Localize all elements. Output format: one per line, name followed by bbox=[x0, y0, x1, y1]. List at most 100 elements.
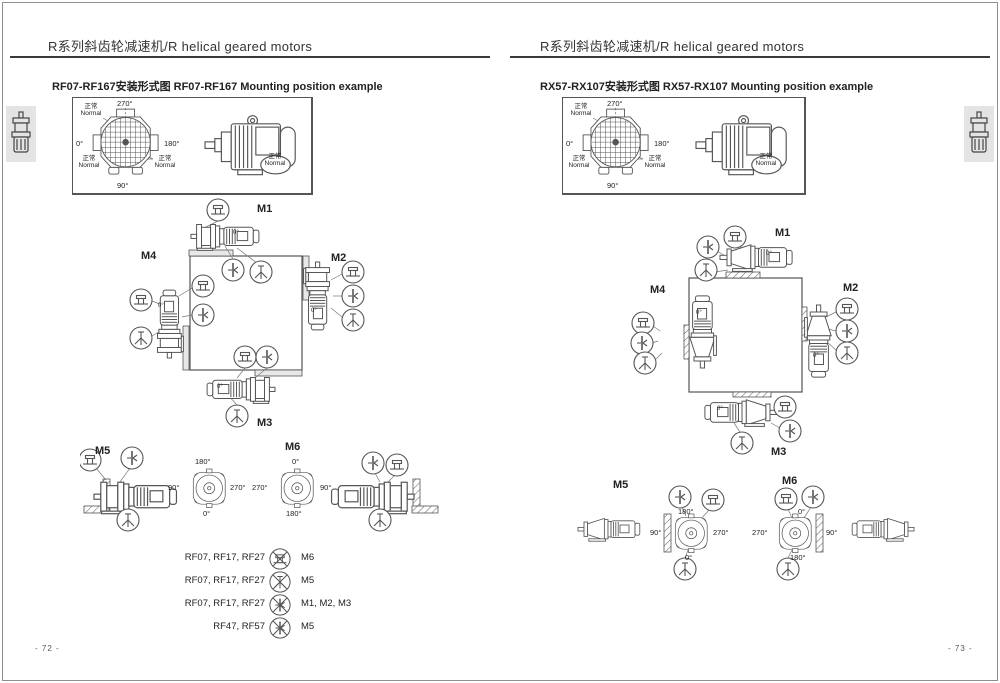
breather-icon bbox=[723, 225, 747, 249]
breather-crossed-icon bbox=[269, 548, 291, 570]
gearmotor-m3 bbox=[206, 377, 276, 404]
drain-icon bbox=[341, 308, 365, 332]
drain-icon bbox=[730, 431, 754, 455]
m5-angle-bottom: 0° bbox=[203, 509, 211, 518]
left-edge-tab bbox=[6, 106, 36, 162]
m5-m6-drawing bbox=[80, 446, 439, 532]
left-page: R系列斜齿轮减速机/R helical geared motors RF07-R… bbox=[10, 39, 490, 653]
oil-level-icon bbox=[668, 485, 692, 509]
mounting-diagram-drawing bbox=[129, 198, 365, 428]
note-row: RF07, RF17, RF27 M1, M2, M3 bbox=[115, 594, 355, 616]
motor-zero-m1: 0° bbox=[766, 251, 772, 257]
mounting-diagram-m5-m6: M5 M6 180° 90° 270° 0° 0° 270° 90° 180° bbox=[570, 470, 950, 590]
angle-270: 270° bbox=[117, 99, 133, 108]
drain-icon bbox=[116, 508, 140, 532]
header-rule bbox=[10, 56, 490, 58]
motor-zero-m2: 0° bbox=[813, 353, 819, 359]
mounting-diagram-m1-m4: M1 M2 M3 M4 0° 0° 0° 0° bbox=[85, 198, 385, 443]
gearmotor-m2 bbox=[804, 304, 832, 378]
drain-icon bbox=[249, 260, 273, 284]
mounting-diagram-drawing bbox=[630, 225, 859, 455]
orientation-legend-drawing bbox=[73, 98, 296, 176]
position-label-m4: M4 bbox=[141, 250, 157, 262]
drain-crossed-icon bbox=[269, 571, 291, 593]
angle-0: 0° bbox=[76, 139, 84, 148]
mounting-diagram-m1-m4: M1 M2 M3 M4 0° 0° 0° 0° bbox=[630, 225, 910, 480]
angle-180: 180° bbox=[654, 139, 670, 148]
note-row: RF07, RF17, RF27 M6 bbox=[115, 548, 355, 570]
oil-level-icon bbox=[120, 446, 144, 470]
m5-angle-right: 270° bbox=[230, 483, 246, 492]
position-label-m3: M3 bbox=[257, 417, 273, 429]
position-label-m4: M4 bbox=[650, 284, 666, 296]
drain-icon bbox=[368, 508, 392, 532]
breather-icon bbox=[206, 198, 230, 222]
mounting-diagram-m5-m6: M5 M6 180° 90° 270° 0° 0° 270° 90° 180° bbox=[80, 440, 450, 558]
motor-zero-m1: 0° bbox=[233, 230, 239, 236]
position-label-m5: M5 bbox=[613, 479, 629, 491]
flange-view-m5 bbox=[674, 513, 708, 553]
drain-icon bbox=[129, 326, 153, 350]
note-row: RF47, RF57 M5 bbox=[115, 617, 355, 639]
m6-angle-bottom: 180° bbox=[286, 509, 302, 518]
m5-angle-top: 180° bbox=[195, 457, 211, 466]
breather-icon bbox=[341, 260, 365, 284]
m6-angle-right: 90° bbox=[826, 528, 838, 537]
page-number: - 72 - bbox=[35, 644, 60, 653]
m5-angle-left: 90° bbox=[168, 483, 180, 492]
right-page: R系列斜齿轮减速机/R helical geared motors RX57-R… bbox=[500, 0, 1000, 683]
right-edge-tab bbox=[964, 106, 994, 162]
position-label-m6: M6 bbox=[285, 441, 301, 453]
oil-level-icon bbox=[341, 284, 365, 308]
oil-level-icon bbox=[801, 485, 825, 509]
oil-level-icon bbox=[221, 258, 245, 282]
m6-angle-right: 90° bbox=[320, 483, 332, 492]
gearmotor-m3 bbox=[704, 399, 778, 427]
breather-icon bbox=[835, 297, 859, 321]
gearmotor-m5-side bbox=[577, 517, 641, 542]
motor-zero-m4: 0° bbox=[158, 303, 164, 309]
position-label-m2: M2 bbox=[331, 252, 347, 264]
angle-180: 180° bbox=[164, 139, 180, 148]
angle-90: 90° bbox=[117, 181, 129, 190]
oil-level-icon bbox=[778, 419, 802, 443]
breather-icon bbox=[774, 487, 798, 511]
breather-icon bbox=[385, 453, 409, 477]
drain-icon bbox=[633, 351, 657, 375]
m5-angle-left: 90° bbox=[650, 528, 662, 537]
position-label-m2: M2 bbox=[843, 282, 859, 294]
oil-level-crossed-icon bbox=[269, 594, 291, 616]
section-title: RF07-RF167安装形式图 RF07-RF167 Mounting posi… bbox=[52, 81, 383, 93]
gearmotor-m5 bbox=[93, 481, 178, 515]
breather-icon bbox=[191, 274, 215, 298]
position-label-m5: M5 bbox=[95, 445, 111, 457]
section-title: RX57-RX107安装形式图 RX57-RX107 Mounting posi… bbox=[540, 81, 874, 93]
oil-level-icon bbox=[835, 319, 859, 343]
oil-level-icon bbox=[191, 303, 215, 327]
orientation-legend-drawing bbox=[563, 98, 787, 176]
oil-level-crossed-icon bbox=[269, 617, 291, 639]
position-label-m1: M1 bbox=[257, 203, 273, 215]
page-header: R系列斜齿轮减速机/R helical geared motors bbox=[48, 39, 313, 54]
m6-angle-top: 0° bbox=[798, 507, 806, 516]
position-label-m6: M6 bbox=[782, 475, 798, 487]
oil-level-icon bbox=[361, 451, 385, 475]
m6-angle-top: 0° bbox=[292, 457, 300, 466]
drain-icon bbox=[835, 341, 859, 365]
position-label-m3: M3 bbox=[771, 446, 787, 458]
breather-icon bbox=[773, 395, 797, 419]
gearmotor-m4 bbox=[689, 295, 717, 369]
gearmotor-m6-side bbox=[851, 517, 915, 542]
restriction-notes: RF07, RF17, RF27 M6 RF07, RF17, RF27 M5 … bbox=[115, 548, 355, 640]
breather-icon bbox=[129, 288, 153, 312]
